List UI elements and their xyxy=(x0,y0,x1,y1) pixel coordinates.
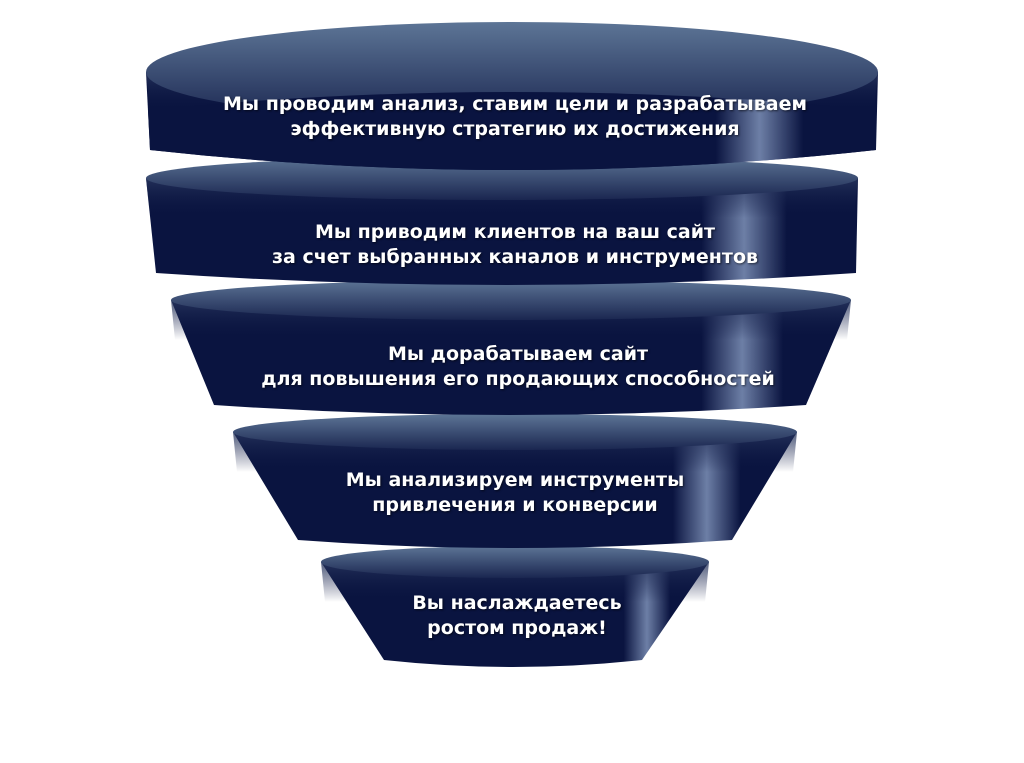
label-line: Мы дорабатываем сайт xyxy=(387,343,649,365)
label-line: привлечения и конверсии xyxy=(372,494,658,516)
funnel-level-top-ellipse xyxy=(146,156,858,200)
funnel-level-top-ellipse xyxy=(233,414,797,450)
funnel-level-4-label: Мы анализируем инструменты привлечения и … xyxy=(346,468,685,518)
label-line: ростом продаж! xyxy=(427,617,607,639)
funnel-level-3 xyxy=(171,280,851,415)
funnel-level-5 xyxy=(321,546,709,667)
label-line: Мы анализируем инструменты xyxy=(345,469,685,491)
label-line: эффективную стратегию их достижения xyxy=(290,118,740,140)
funnel-level-5-label: Вы наслаждаетесь ростом продаж! xyxy=(412,591,621,641)
funnel-level-front xyxy=(148,92,876,170)
label-line: для повышения его продающих способностей xyxy=(261,368,775,390)
funnel-level-top-ellipse xyxy=(321,546,709,578)
label-line: Вы наслаждаетесь xyxy=(412,592,622,614)
funnel-level-2 xyxy=(146,156,858,285)
funnel-level-top-ellipse xyxy=(171,280,851,320)
funnel-level-3-label: Мы дорабатываем сайт для повышения его пр… xyxy=(261,342,775,392)
funnel-level-1 xyxy=(146,22,878,170)
label-line: Мы приводим клиентов на ваш сайт xyxy=(314,221,716,243)
label-line: за счет выбранных каналов и инструментов xyxy=(271,246,759,268)
funnel-level-2-label: Мы приводим клиентов на ваш сайт за счет … xyxy=(272,220,758,270)
funnel-level-4 xyxy=(233,414,797,548)
funnel-level-1-label: Мы проводим анализ, ставим цели и разраб… xyxy=(223,92,807,142)
label-line: Мы проводим анализ, ставим цели и разраб… xyxy=(223,93,807,115)
